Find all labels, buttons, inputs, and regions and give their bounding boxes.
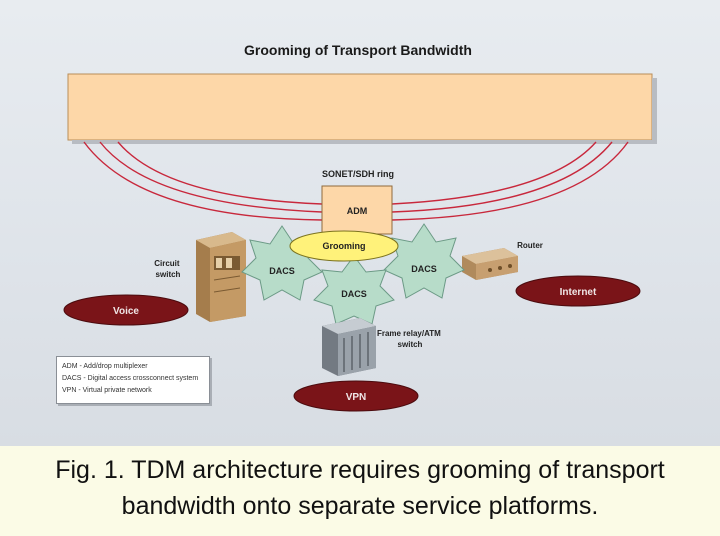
dacs-bottom-node: DACS xyxy=(313,255,395,325)
internet-label: Internet xyxy=(560,287,597,298)
sonet-ring xyxy=(83,141,629,221)
voice-label: Voice xyxy=(113,306,139,317)
router-icon xyxy=(462,248,518,280)
ring-line-right-3 xyxy=(391,141,629,221)
transport-bar-shadow xyxy=(652,78,657,144)
ring-line-left-3 xyxy=(83,141,323,221)
circuit-switch-icon xyxy=(196,232,246,322)
caption-line-2: bandwidth onto separate service platform… xyxy=(121,492,599,520)
caption-band xyxy=(0,446,720,536)
dacs-left-label: DACS xyxy=(269,266,295,276)
ring-line-right-2 xyxy=(391,141,597,205)
network-diagram: Grooming of Transport Bandwidth SONET/SD… xyxy=(63,42,657,412)
diagram-title: Grooming of Transport Bandwidth xyxy=(244,42,472,58)
legend-item-dacs: DACS - Digital access crossconnect syste… xyxy=(62,375,199,382)
dacs-right-label: DACS xyxy=(411,264,437,274)
caption-line-1: Fig. 1. TDM architecture requires groomi… xyxy=(55,456,665,484)
transport-bar-shadow-bottom xyxy=(72,140,657,144)
dacs-right-node: DACS xyxy=(383,223,465,299)
adm-label: ADM xyxy=(347,206,368,216)
ring-line-left-1 xyxy=(99,141,323,213)
legend-item-adm: ADM - Add/drop multiplexer xyxy=(62,363,148,370)
circuit-switch-label: Circuit switch xyxy=(154,259,182,279)
frame-relay-label: Frame relay/ATM switch xyxy=(377,329,443,349)
ring-line-right-1 xyxy=(391,141,613,213)
dacs-bottom-label: DACS xyxy=(341,289,367,299)
voice-service: Voice xyxy=(63,294,189,326)
legend-box: ADM - Add/drop multiplexer DACS - Digita… xyxy=(56,356,210,404)
vpn-service: VPN xyxy=(293,380,419,412)
router-label: Router xyxy=(517,241,543,250)
transport-bandwidth-bar xyxy=(67,73,653,141)
frame-relay-switch-icon xyxy=(322,318,376,376)
internet-service: Internet xyxy=(515,275,641,307)
vpn-label: VPN xyxy=(346,392,367,403)
figure-caption: Fig. 1. TDM architecture requires groomi… xyxy=(0,452,720,524)
legend-item-vpn: VPN - Virtual private network xyxy=(62,387,152,394)
ring-label: SONET/SDH ring xyxy=(322,169,394,179)
ring-line-left-2 xyxy=(117,141,323,205)
adm-node: ADM xyxy=(321,185,393,235)
grooming-node: Grooming xyxy=(289,230,399,262)
grooming-label: Grooming xyxy=(323,241,366,251)
